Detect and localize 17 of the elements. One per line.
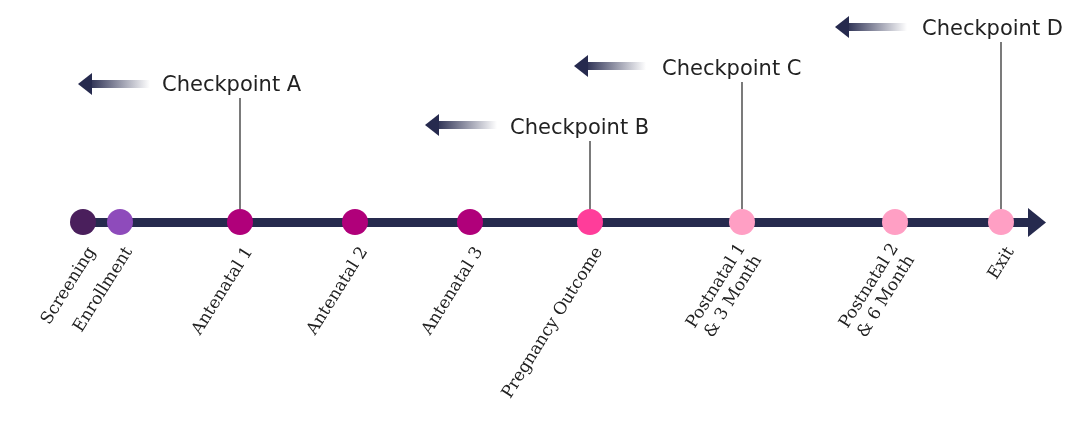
milestone-dot <box>882 209 908 235</box>
checkpoint-label: Checkpoint C <box>662 56 802 80</box>
checkpoint-label: Checkpoint A <box>162 72 302 96</box>
leader-line <box>1000 41 1002 210</box>
checkpoint-label: Checkpoint B <box>510 115 650 139</box>
milestone-dot <box>227 209 253 235</box>
leader-line <box>741 81 743 210</box>
milestone-dot <box>729 209 755 235</box>
milestone-dot <box>107 209 133 235</box>
milestone-dot <box>457 209 483 235</box>
leader-line <box>589 140 591 210</box>
milestone-dot <box>70 209 96 235</box>
milestone-dot <box>577 209 603 235</box>
milestone-dot <box>988 209 1014 235</box>
checkpoint-label: Checkpoint D <box>922 16 1063 40</box>
milestone-dot <box>342 209 368 235</box>
leader-line <box>239 97 241 210</box>
